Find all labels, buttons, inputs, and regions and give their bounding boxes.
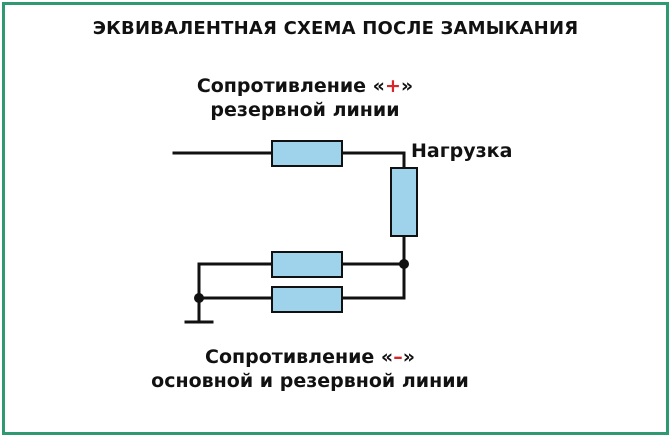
top-label-suffix: » xyxy=(400,75,414,97)
top-resistor-label: Сопротивление «+» резервной линии xyxy=(150,74,460,122)
top-label-prefix: Сопротивление « xyxy=(196,75,385,97)
diagram-title: ЭКВИВАЛЕНТНАЯ СХЕМА ПОСЛЕ ЗАМЫКАНИЯ xyxy=(92,18,579,39)
bottom-label-prefix: Сопротивление « xyxy=(205,346,394,368)
junction-dot-right xyxy=(399,259,409,269)
bottom-resistor-label-line1: Сопротивление «–» xyxy=(110,345,510,369)
resistor-parallel-lower xyxy=(271,286,343,313)
plus-sign: + xyxy=(384,75,401,97)
top-resistor-label-line1: Сопротивление «+» xyxy=(150,74,460,98)
top-resistor-label-line2: резервной линии xyxy=(210,99,400,121)
resistor-top xyxy=(271,140,343,167)
bottom-label-suffix: » xyxy=(402,346,415,368)
bottom-resistor-label: Сопротивление «–» основной и резервной л… xyxy=(110,345,510,393)
minus-sign: – xyxy=(393,346,403,368)
junction-dot-left xyxy=(194,293,204,303)
load-label: Нагрузка xyxy=(411,140,513,162)
resistor-parallel-upper xyxy=(271,251,343,278)
resistor-load xyxy=(390,167,418,237)
bottom-resistor-label-line2: основной и резервной линии xyxy=(151,370,469,392)
